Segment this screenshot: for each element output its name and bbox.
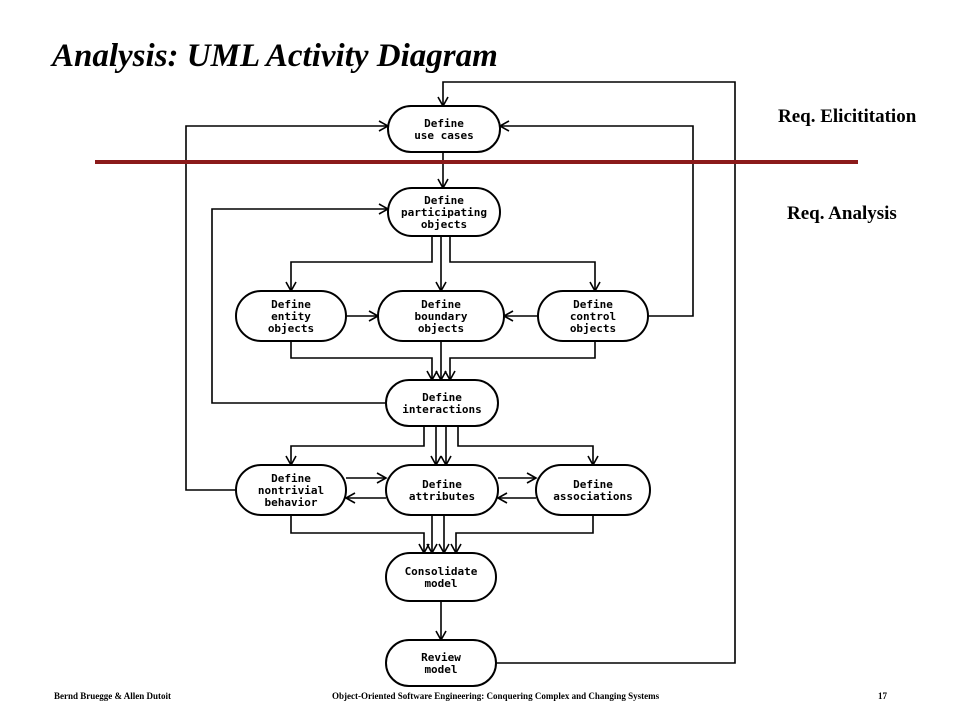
activity-label-line: nontrivial [258, 484, 324, 497]
activity-label-line: Review [421, 651, 461, 664]
activity-label-line: control [570, 310, 616, 323]
flow-interactions-to-associations [457, 426, 599, 467]
activity-label-line: Define [422, 478, 462, 491]
activity-shape [385, 464, 499, 516]
footer-page-number: 17 [878, 691, 887, 701]
activity-label-line: attributes [409, 490, 475, 503]
flow-nontrivial-to-consolidate [290, 515, 430, 555]
activity-shape [385, 379, 499, 427]
activity-shape [385, 639, 497, 687]
activity-label-line: Define [573, 298, 613, 311]
flow-interactions-to-nontrivial [285, 426, 425, 467]
activity-shape [235, 464, 347, 516]
activity-label-line: participating [401, 206, 487, 219]
activity-label-line: objects [570, 322, 616, 335]
activity-label-line: Define [422, 391, 462, 404]
activity-label-line: entity [271, 310, 311, 323]
activity-label-line: objects [268, 322, 314, 335]
activity-shape [537, 290, 649, 342]
activity-label-line: Define [271, 472, 311, 485]
activity-label-line: model [424, 577, 457, 590]
activity-label-line: associations [553, 490, 632, 503]
flow-interactions-to-participating [211, 203, 390, 404]
footer-authors: Bernd Bruegge & Allen Dutoit [54, 691, 171, 701]
activity-shape [387, 187, 501, 237]
region-label-analysis: Req. Analysis [787, 203, 897, 224]
activity-label-line: Define [421, 298, 461, 311]
activity-label-line: Define [573, 478, 613, 491]
flow-participating-to-control [449, 236, 601, 293]
footer-book-title: Object-Oriented Software Engineering: Co… [332, 691, 660, 701]
activity-shape [387, 105, 501, 153]
activity-shape [377, 290, 505, 342]
activity-shape [535, 464, 651, 516]
region-label-elicitation: Req. Elicititation [778, 106, 917, 127]
slide-title: Analysis: UML Activity Diagram [52, 38, 498, 74]
flow-review-to-use-cases [437, 81, 736, 664]
flow-entity-to-interactions [290, 341, 438, 382]
activity-label-line: Consolidate [405, 565, 478, 578]
activity-label-line: boundary [415, 310, 468, 323]
activity-label-line: model [424, 663, 457, 676]
activity-label-line: interactions [402, 403, 481, 416]
activity-shape [385, 552, 497, 602]
flow-control-to-use-cases [498, 120, 694, 317]
activity-label-line: behavior [265, 496, 318, 509]
activity-label-line: objects [418, 322, 464, 335]
activity-label-line: objects [421, 218, 467, 231]
flow-control-to-interactions [444, 341, 596, 382]
activity-label-line: Define [424, 117, 464, 130]
activity-label-line: use cases [414, 129, 474, 142]
activity-label-line: Define [424, 194, 464, 207]
flow-participating-to-entity [285, 236, 433, 293]
flow-nontrivial-to-use-cases [185, 120, 390, 491]
flows [185, 81, 736, 664]
activity-shape [235, 290, 347, 342]
flow-associations-to-consolidate [450, 515, 594, 555]
activity-label-line: Define [271, 298, 311, 311]
